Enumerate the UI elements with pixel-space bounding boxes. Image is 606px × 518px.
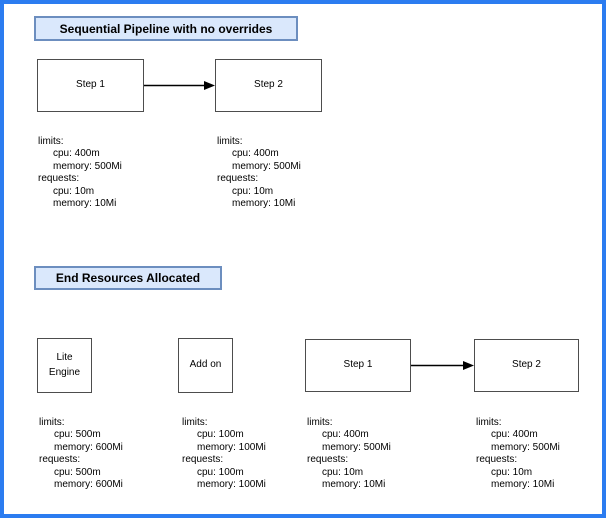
node-label: Add on — [189, 359, 222, 371]
res-line: cpu: 500m — [54, 429, 101, 441]
node-step-1-top: Step 1 — [37, 59, 144, 112]
res-line: requests: — [39, 454, 81, 466]
res-line: memory: 500Mi — [232, 160, 301, 172]
res-line: limits: — [217, 136, 243, 147]
res-line: cpu: 10m — [232, 185, 274, 197]
res-line: cpu: 10m — [53, 185, 95, 197]
res-line: requests: — [307, 454, 349, 466]
res-line: memory: 10Mi — [53, 198, 117, 210]
node-step-2-top: Step 2 — [215, 59, 322, 112]
arrow-right-step1-to-step2-top — [144, 81, 215, 90]
res-line: memory: 500Mi — [322, 441, 391, 453]
node-label: Step 2 — [254, 79, 283, 91]
node-lite-engine: Lite Engine — [37, 338, 92, 393]
res-line: requests: — [182, 454, 224, 466]
res-line: cpu: 500m — [54, 466, 101, 478]
resources-step-2-end: limits: cpu: 400m memory: 500Mi requests… — [476, 417, 560, 491]
res-line: memory: 500Mi — [491, 441, 560, 453]
res-line: cpu: 10m — [322, 466, 364, 478]
node-label: Step 1 — [343, 359, 373, 371]
res-line: limits: — [39, 417, 65, 428]
res-line: memory: 500Mi — [53, 160, 122, 172]
res-line: cpu: 400m — [322, 429, 369, 441]
res-line: cpu: 10m — [491, 466, 533, 478]
res-line: cpu: 400m — [491, 429, 538, 441]
resources-add-on: limits: cpu: 100m memory: 100Mi requests… — [182, 417, 266, 491]
section-title-sequential-pipeline: Sequential Pipeline with no overrides — [34, 16, 298, 41]
res-line: cpu: 400m — [232, 148, 279, 160]
section-title-text: End Resources Allocated — [55, 271, 201, 285]
node-add-on: Add on — [178, 338, 233, 393]
res-line: memory: 600Mi — [54, 441, 123, 453]
resources-step-2-top: limits: cpu: 400m memory: 500Mi requests… — [217, 136, 301, 210]
res-line: limits: — [38, 136, 64, 147]
resources-lite-engine: limits: cpu: 500m memory: 600Mi requests… — [39, 417, 123, 491]
res-line: memory: 100Mi — [197, 479, 266, 491]
res-line: limits: — [476, 417, 502, 428]
res-line: requests: — [476, 454, 518, 466]
res-line: memory: 10Mi — [232, 198, 296, 210]
res-line: requests: — [38, 173, 80, 185]
arrow-right-step1-to-step2-end — [411, 361, 474, 370]
res-line: cpu: 100m — [197, 466, 244, 478]
res-line: memory: 600Mi — [54, 479, 123, 491]
node-label: Lite Engine — [48, 352, 81, 378]
resources-step-1-end: limits: cpu: 400m memory: 500Mi requests… — [307, 417, 391, 491]
node-label: Step 2 — [512, 359, 541, 371]
res-line: cpu: 400m — [53, 148, 100, 160]
res-line: limits: — [307, 417, 333, 428]
res-line: requests: — [217, 173, 259, 185]
section-title-end-resources: End Resources Allocated — [34, 266, 222, 290]
res-line: limits: — [182, 417, 208, 428]
section-title-text: Sequential Pipeline with no overrides — [59, 21, 273, 36]
node-step-1-end: Step 1 — [305, 339, 411, 392]
res-line: memory: 100Mi — [197, 441, 266, 453]
node-step-2-end: Step 2 — [474, 339, 579, 392]
res-line: cpu: 100m — [197, 429, 244, 441]
resources-step-1-top: limits: cpu: 400m memory: 500Mi requests… — [38, 136, 122, 210]
node-label: Step 1 — [76, 79, 105, 91]
res-line: memory: 10Mi — [322, 479, 386, 491]
res-line: memory: 10Mi — [491, 479, 555, 491]
